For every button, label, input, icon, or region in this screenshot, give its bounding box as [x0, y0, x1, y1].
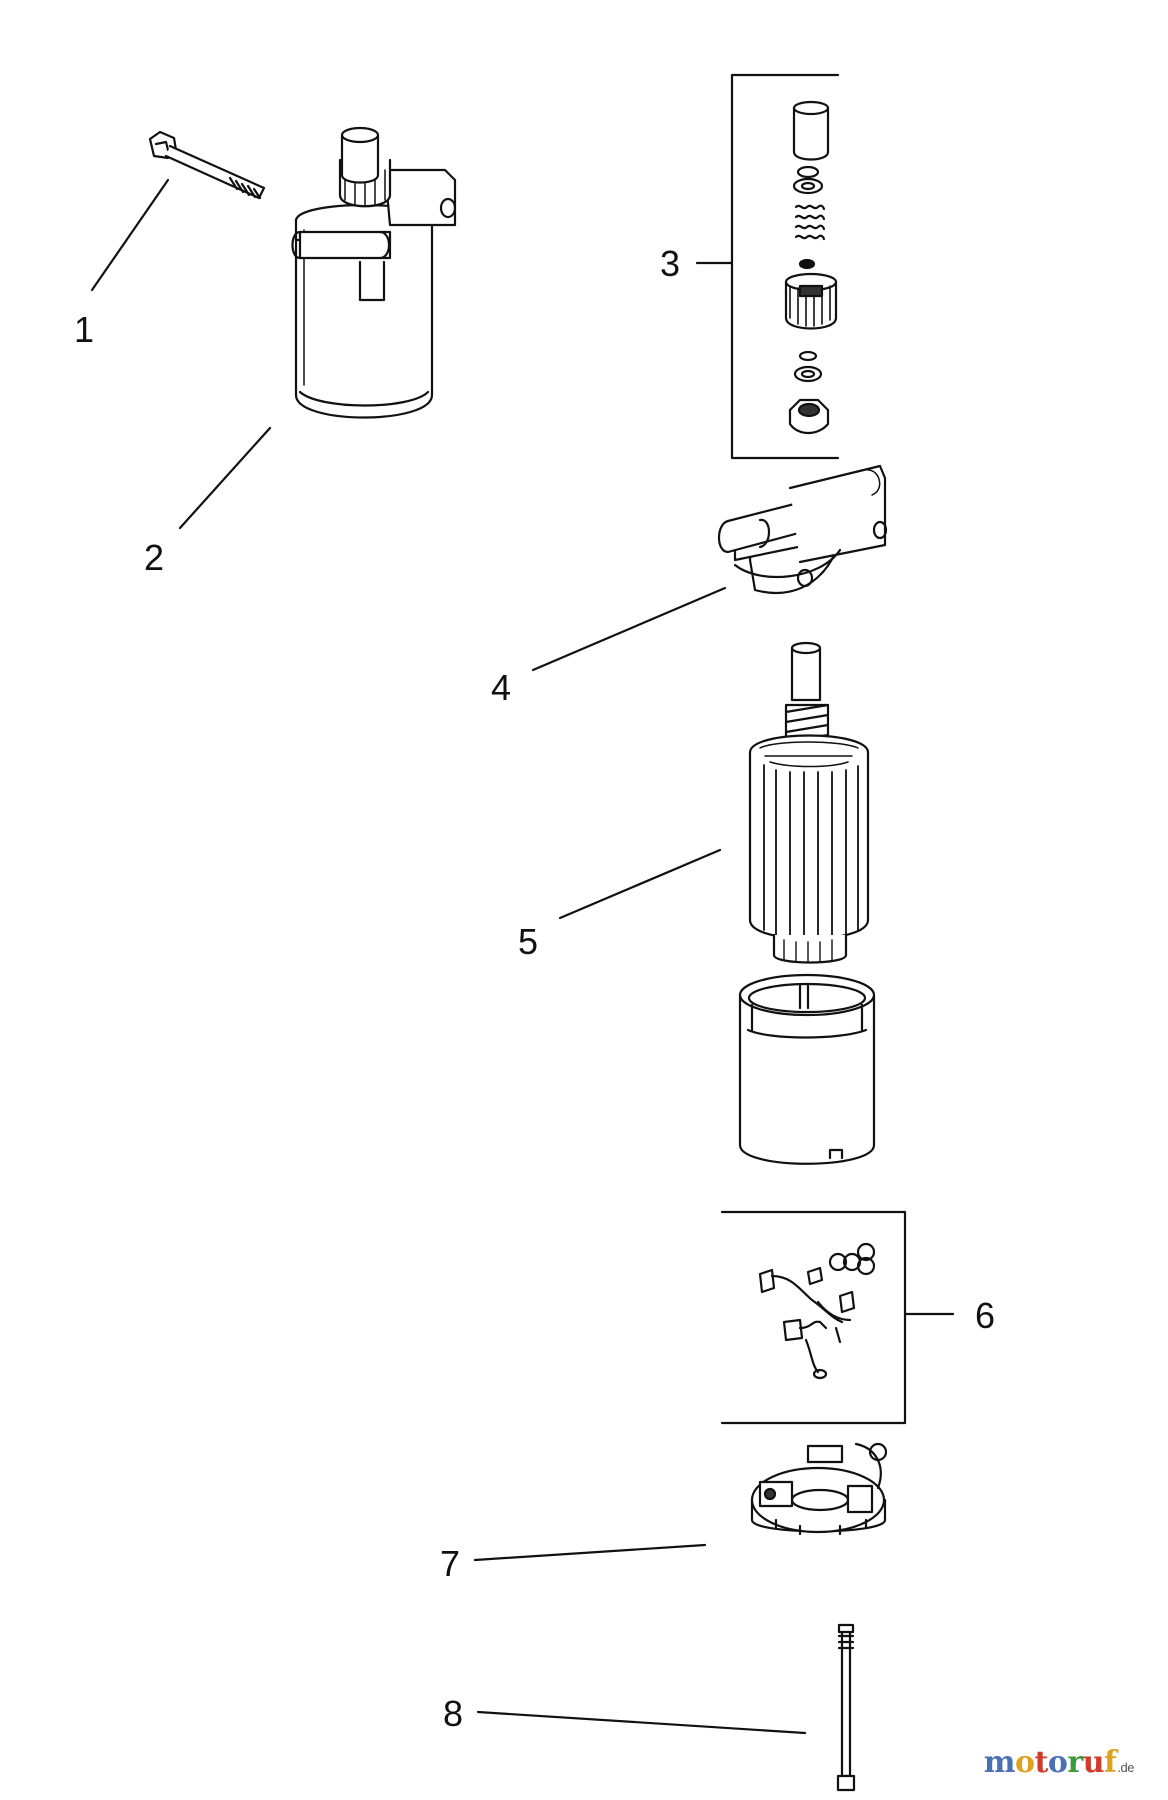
drive-end-cap-icon — [717, 464, 888, 594]
watermark-suffix: .de — [1117, 1760, 1134, 1775]
bolt-icon — [148, 130, 266, 200]
watermark-letter: t — [1034, 1745, 1049, 1780]
watermark-letter: o — [1015, 1745, 1035, 1780]
brush-kit-icon — [720, 1210, 907, 1425]
starter-motor-assembly-icon — [291, 126, 457, 419]
callout-4: 4 — [491, 667, 512, 708]
callout-7: 7 — [440, 1543, 461, 1584]
watermark-letter: m — [983, 1745, 1016, 1780]
callout-8: 8 — [443, 1693, 464, 1734]
watermark-logo: motoruf.de — [983, 1745, 1135, 1780]
watermark-letter: o — [1047, 1745, 1068, 1780]
motor-housing-icon — [738, 973, 876, 1165]
callout-5: 5 — [518, 921, 539, 962]
through-bolt-icon — [836, 1623, 856, 1792]
leader-lines — [90, 178, 955, 1735]
watermark-letter: r — [1067, 1745, 1083, 1780]
drive-kit-icon — [730, 73, 840, 460]
watermark-letter: f — [1104, 1745, 1117, 1780]
commutator-end-cap-icon — [750, 1442, 888, 1536]
armature-icon — [748, 641, 870, 964]
callout-2: 2 — [144, 537, 165, 578]
callout-1: 1 — [74, 309, 95, 350]
callout-6: 6 — [975, 1295, 996, 1336]
callout-3: 3 — [660, 243, 681, 284]
watermark-letter: u — [1082, 1745, 1105, 1780]
